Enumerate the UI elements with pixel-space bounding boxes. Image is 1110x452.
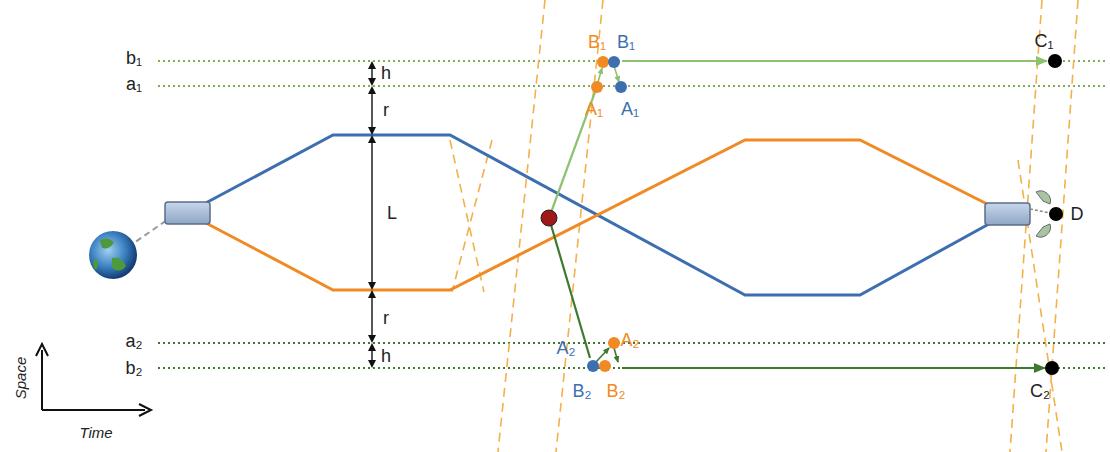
signal-arrow <box>622 60 1047 62</box>
event-label: A₁ <box>585 100 603 118</box>
axis-label: Space <box>13 357 28 400</box>
level-name: b₂ <box>126 359 143 377</box>
detector <box>1030 191 1063 237</box>
signal-arrow <box>622 367 1045 369</box>
event-label: C₁ <box>1034 32 1053 50</box>
event-label: C₂ <box>1030 382 1050 400</box>
dimension-label: r <box>383 309 389 327</box>
level-name: a₂ <box>126 332 143 350</box>
blue-arm <box>187 135 1007 295</box>
emission-event <box>541 210 557 226</box>
earth <box>89 231 137 279</box>
event-label: B₂ <box>607 382 626 400</box>
event-label: B₁ <box>617 33 635 51</box>
level-name: a₁ <box>126 75 142 93</box>
dimension-label: L <box>387 204 397 222</box>
event-label: A₂ <box>621 331 640 349</box>
event-label: B₂ <box>573 382 592 400</box>
level-name: b₁ <box>126 49 142 67</box>
signal-line <box>549 218 590 358</box>
level-lines <box>158 61 1105 368</box>
event-label: A₂ <box>557 339 576 357</box>
event-label: A₁ <box>621 100 639 118</box>
orange-arm <box>187 140 1007 290</box>
dimension-label: h <box>381 347 391 365</box>
dimension-label: r <box>383 101 389 119</box>
axes <box>36 344 151 416</box>
event-label: B₁ <box>588 33 606 51</box>
dimension-arrows <box>371 65 372 364</box>
beam-splitter <box>985 203 1030 225</box>
earth-link <box>128 218 170 247</box>
axis-label: Time <box>79 425 112 440</box>
beam-splitter <box>165 202 210 224</box>
dimension-label: h <box>381 64 391 82</box>
detector-label: D <box>1071 205 1084 223</box>
event-dots <box>587 54 1062 375</box>
